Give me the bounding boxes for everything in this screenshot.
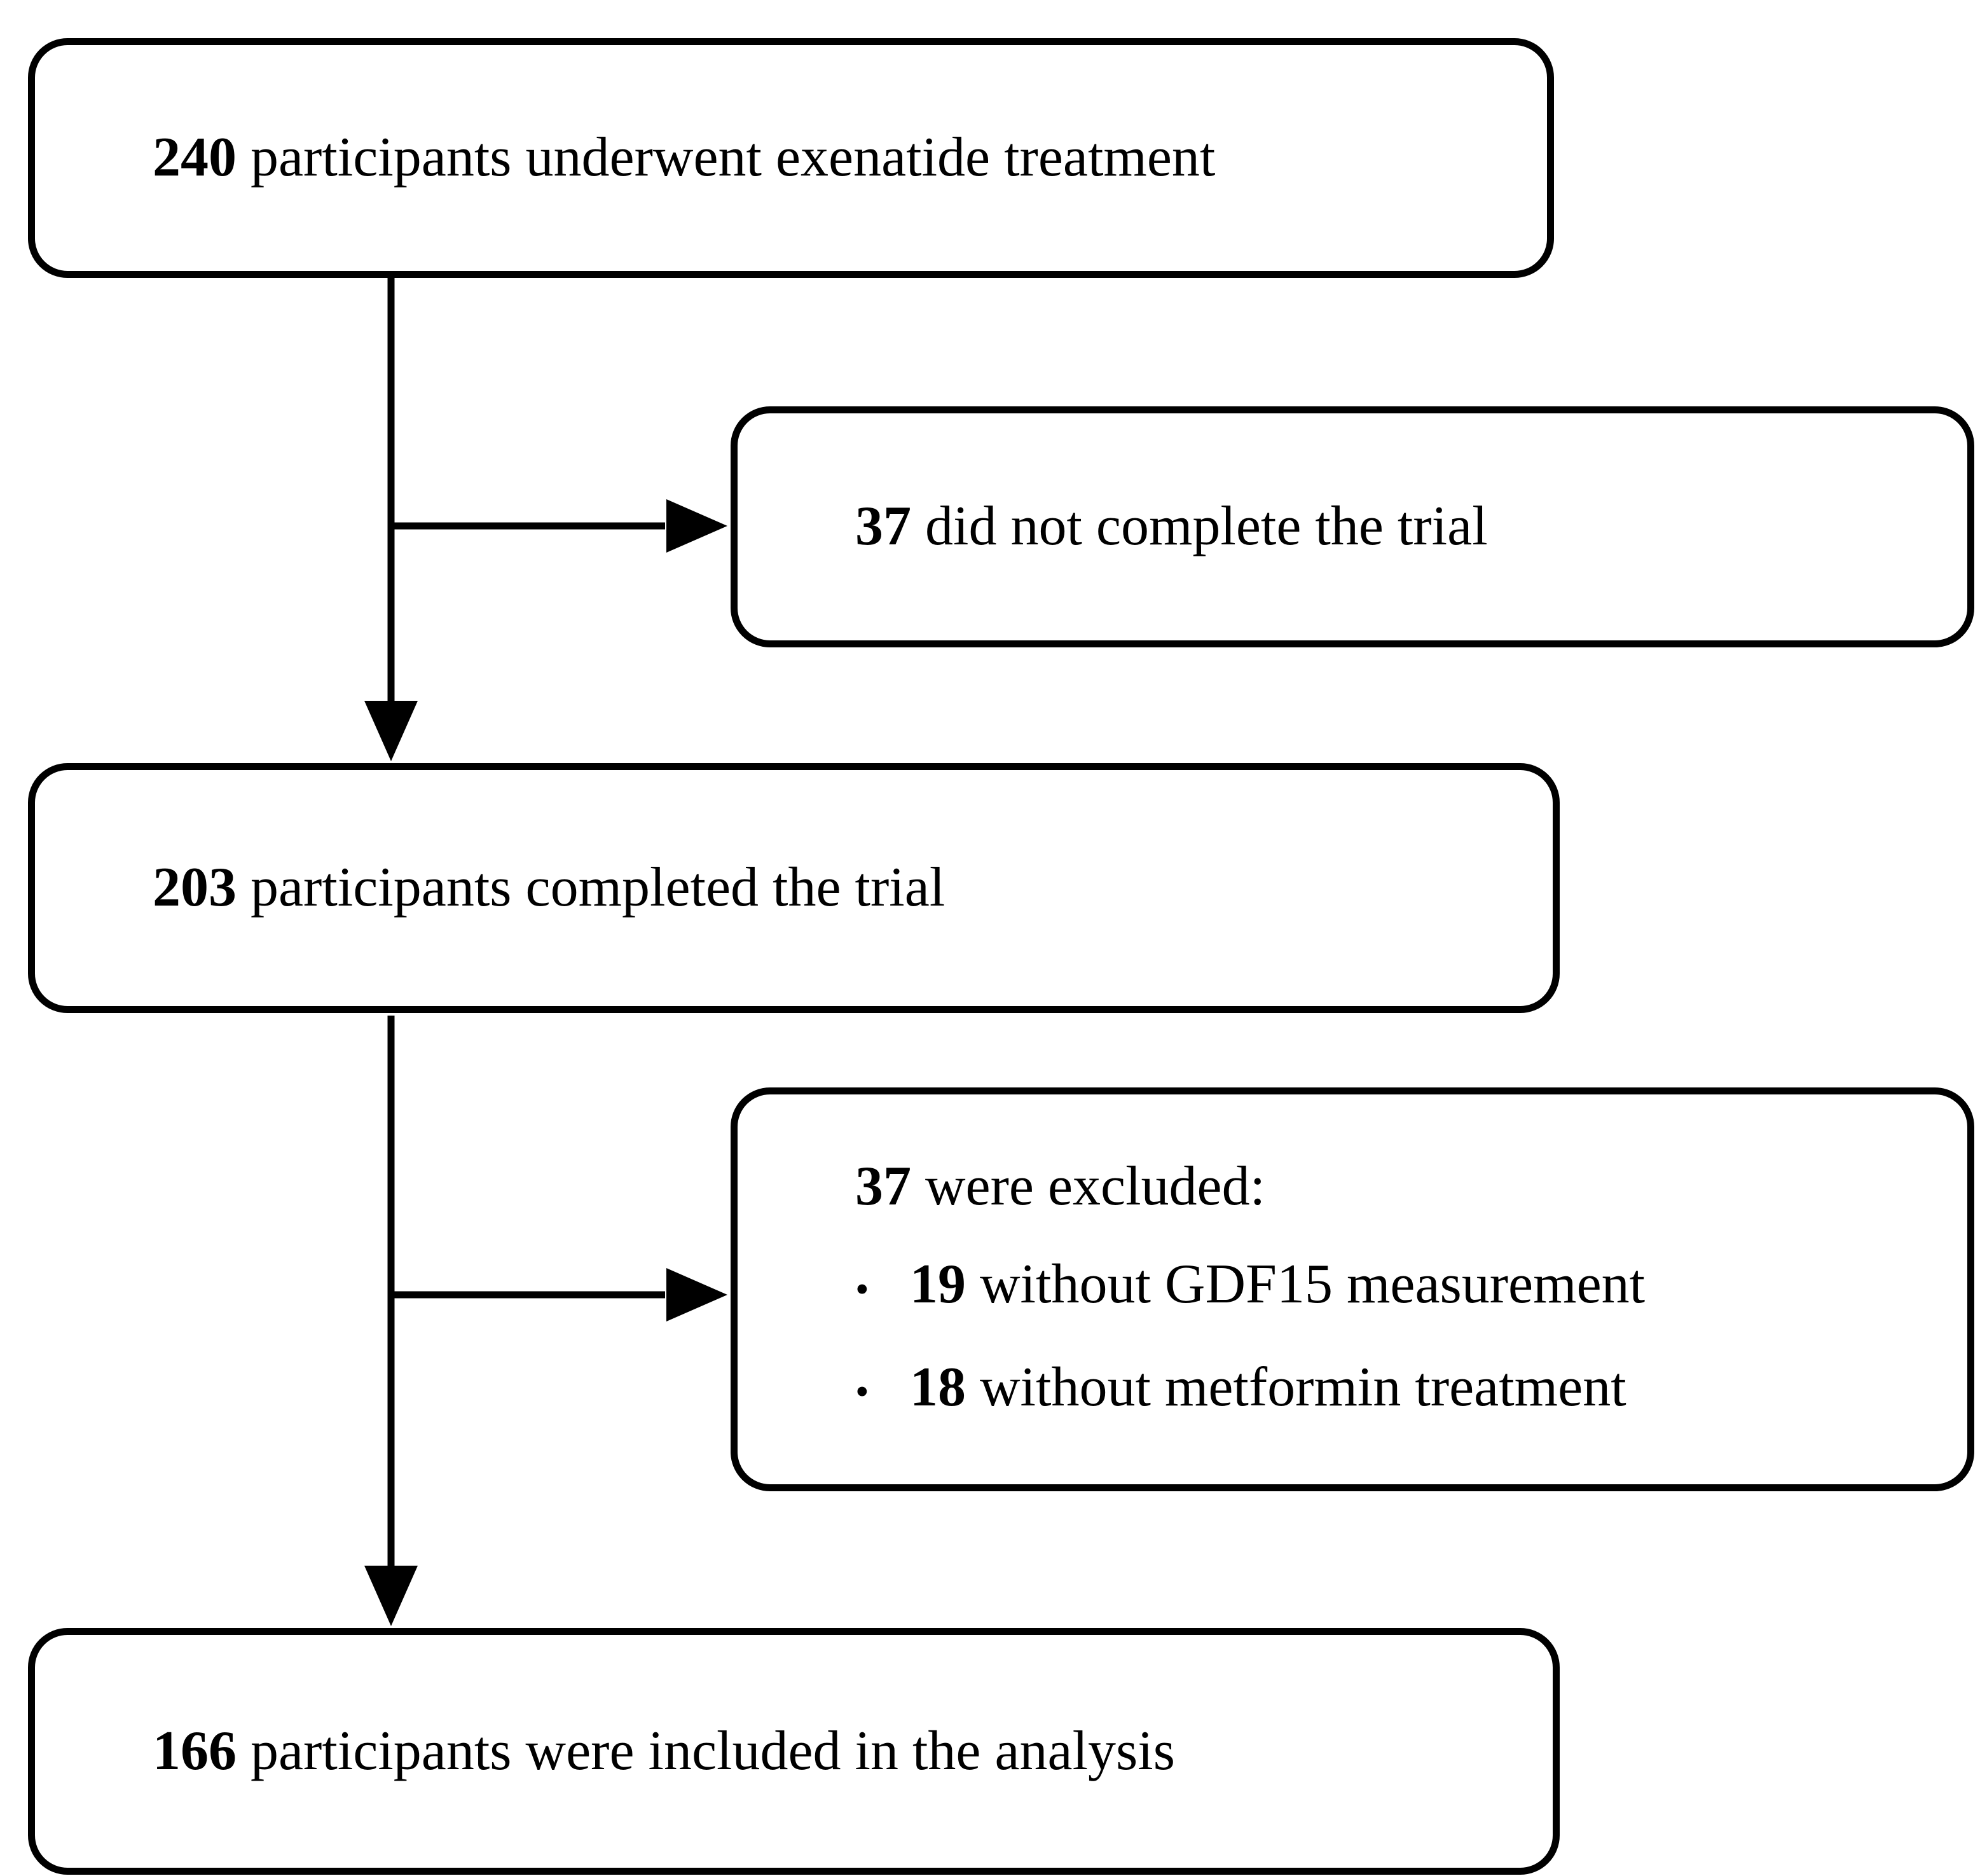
box-excluded: 37 were excluded: • 19 without GDF15 meas…	[731, 1087, 1974, 1491]
box-completed-text: 203 participants completed the trial	[35, 852, 1553, 924]
excluded-bullet-2: • 18 without metformin treatment	[738, 1339, 1967, 1442]
arrow-completed-to-analyzed-head	[364, 1566, 418, 1626]
excluded-heading: 37 were excluded:	[738, 1138, 1967, 1236]
dropout-label: did not complete the trial	[911, 495, 1488, 558]
excluded-heading-label: were excluded:	[911, 1155, 1266, 1217]
excluded-bullet-1-count: 19	[910, 1253, 966, 1315]
arrow-branch-excluded-head	[666, 1268, 727, 1321]
excluded-bullet-1: • 19 without GDF15 measurement	[738, 1236, 1967, 1339]
completed-label: participants completed the trial	[237, 857, 945, 919]
excluded-bullet-2-label: without metformin treatment	[966, 1356, 1626, 1418]
box-dropout: 37 did not complete the trial	[731, 406, 1974, 647]
enrolled-count: 240	[153, 127, 237, 189]
box-analyzed: 166 participants were included in the an…	[28, 1628, 1560, 1875]
arrow-enrolled-to-completed-head	[364, 701, 418, 761]
enrolled-label: participants underwent exenatide treatme…	[237, 127, 1216, 189]
box-completed: 203 participants completed the trial	[28, 763, 1560, 1013]
analyzed-count: 166	[153, 1720, 237, 1782]
box-enrolled-text: 240 participants underwent exenatide tre…	[35, 121, 1547, 194]
analyzed-label: participants were included in the analys…	[237, 1720, 1175, 1782]
dropout-count: 37	[855, 495, 911, 558]
box-enrolled: 240 participants underwent exenatide tre…	[28, 38, 1554, 278]
box-analyzed-text: 166 participants were included in the an…	[35, 1715, 1553, 1788]
bullet-icon: •	[855, 1370, 869, 1414]
arrow-branch-dropout-head	[666, 499, 727, 553]
excluded-bullet-2-count: 18	[910, 1356, 966, 1418]
box-dropout-text: 37 did not complete the trial	[738, 490, 1967, 563]
excluded-count: 37	[855, 1155, 911, 1217]
excluded-bullet-1-label: without GDF15 measurement	[966, 1253, 1646, 1315]
bullet-icon: •	[855, 1267, 869, 1311]
completed-count: 203	[153, 857, 237, 919]
